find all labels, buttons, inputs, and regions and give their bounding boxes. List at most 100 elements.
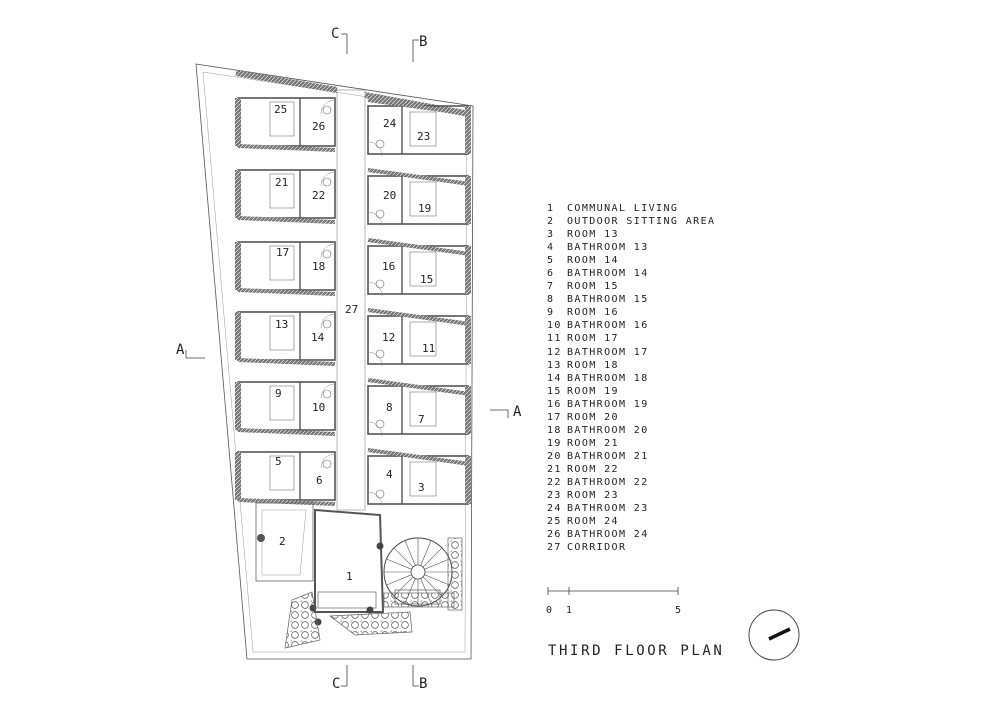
legend-label: ROOM 19 (567, 385, 619, 397)
legend-number: 10 (547, 320, 562, 332)
legend-number: 27 (547, 542, 562, 554)
room-module-right (367, 448, 471, 507)
site-boundary (195, 63, 474, 660)
svg-text:1: 1 (346, 570, 353, 583)
toilet-icon (322, 177, 332, 187)
room-module-left (235, 381, 336, 436)
toilet-icon (322, 319, 332, 329)
bed (409, 181, 437, 217)
stair-tread (422, 547, 443, 568)
section-marker-c-top: C (331, 26, 348, 54)
svg-text:8: 8 (386, 401, 393, 414)
legend-number: 17 (547, 411, 562, 423)
section-marker-c-bottom: C (332, 665, 348, 692)
door-swing (367, 351, 383, 367)
legend-number: 12 (547, 346, 562, 358)
legend-item: 16 BATHROOM 19 (547, 398, 715, 411)
legend-number: 13 (547, 359, 562, 371)
legend-number: 1 (547, 203, 555, 214)
legend-label: BATHROOM 24 (567, 529, 649, 541)
door-swing (320, 383, 336, 399)
legend-label: BATHROOM 19 (567, 398, 649, 410)
plan-number-labels: 25 26 24 23 21 22 20 19 17 18 16 15 27 1… (274, 103, 435, 583)
corridor-area (336, 89, 366, 511)
legend-number: 2 (547, 216, 555, 228)
door-swing (367, 421, 383, 437)
stair-tread (404, 540, 416, 566)
legend-label: BATHROOM 13 (567, 242, 649, 254)
legend-label: ROOM 14 (567, 255, 619, 267)
stair-tread (386, 558, 412, 570)
legend-number: 16 (547, 398, 562, 410)
svg-text:10: 10 (312, 401, 325, 414)
bed (269, 245, 295, 281)
communal-living-area (314, 508, 385, 613)
outdoor-sitting-area (255, 502, 314, 582)
room-module-right (367, 378, 471, 437)
bed (269, 101, 295, 137)
communal-living-sofa (317, 591, 377, 609)
legend-item: 2 OUTDOOR SITTING AREA (547, 215, 715, 228)
legend-label: BATHROOM 22 (567, 476, 649, 488)
legend-number: 7 (547, 281, 555, 293)
outdoor-sitting-canopy (261, 509, 307, 576)
drawing-title: THIRD FLOOR PLAN (548, 643, 725, 659)
svg-text:3: 3 (418, 481, 425, 494)
room-module-left (235, 97, 336, 152)
north-arrow-icon (748, 609, 800, 661)
toilet-icon (322, 105, 332, 115)
legend-label: BATHROOM 23 (567, 503, 649, 515)
svg-text:24: 24 (383, 117, 397, 130)
legend-label: ROOM 24 (567, 516, 619, 528)
toilet-icon (322, 389, 332, 399)
door-swing (367, 281, 383, 297)
door-swing (320, 453, 336, 469)
legend-label: BATHROOM 14 (567, 268, 649, 280)
left-block-wall (235, 70, 338, 93)
legend-number: 9 (547, 307, 555, 319)
legend-number: 20 (547, 450, 562, 462)
room-module-right (367, 168, 471, 227)
svg-text:25: 25 (274, 103, 287, 116)
toilet-icon (322, 459, 332, 469)
legend-label: OUTDOOR SITTING AREA (567, 216, 716, 228)
room-modules (235, 97, 471, 507)
toilet-icon (322, 249, 332, 259)
legend-number: 3 (547, 229, 555, 241)
legend-label: COMMUNAL LIVING (567, 203, 679, 214)
door-swing (320, 171, 336, 187)
svg-text:7: 7 (418, 413, 425, 426)
room-module-right (367, 98, 471, 157)
legend-number: 19 (547, 437, 562, 449)
bed (409, 461, 437, 497)
legend-number: 25 (547, 516, 562, 528)
legend-item: 1 COMMUNAL LIVING (547, 202, 715, 215)
bed (409, 391, 437, 427)
scale-tick-0: 0 (546, 605, 553, 616)
legend-item: 20 BATHROOM 21 (547, 450, 715, 463)
legend-label: ROOM 20 (567, 411, 619, 423)
toilet-icon (375, 279, 385, 289)
stair-tread (420, 540, 432, 566)
svg-text:12: 12 (382, 331, 395, 344)
legend-label: BATHROOM 17 (567, 346, 649, 358)
room-module-left (235, 241, 336, 296)
svg-text:17: 17 (276, 246, 289, 259)
svg-text:9: 9 (275, 387, 282, 400)
section-marker-a-left: A (176, 342, 205, 359)
svg-text:20: 20 (383, 189, 396, 202)
legend-number: 14 (547, 372, 562, 384)
legend-number: 24 (547, 503, 562, 515)
planter-pot (257, 534, 265, 542)
legend-number: 21 (547, 463, 562, 475)
planter-pot (366, 606, 374, 614)
legend-label: BATHROOM 21 (567, 450, 649, 462)
